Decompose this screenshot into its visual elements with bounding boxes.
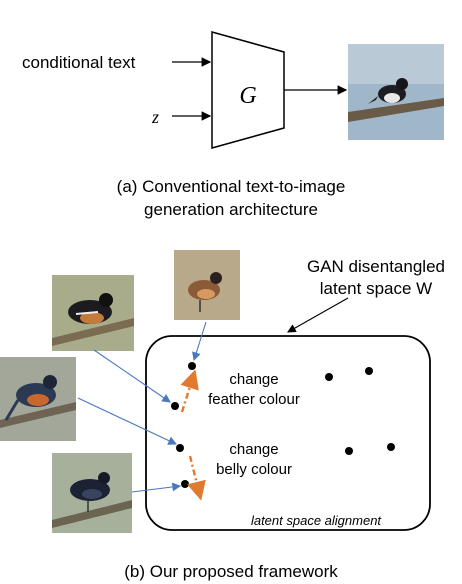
mapping-arrow-blue-orange: [77, 397, 177, 445]
latent-title-line2: latent space W: [320, 279, 432, 298]
mapping-arrow-black-white: [93, 349, 171, 403]
latent-title-line1: GAN disentangled: [307, 257, 445, 276]
latent-point: [171, 402, 179, 410]
belly-edit-direction: [187, 455, 206, 501]
latent-point: [387, 443, 395, 451]
latent-point: [176, 444, 184, 452]
latent-space-box: [145, 335, 431, 531]
bird-photo-dark-blue: [52, 453, 132, 533]
bird-photo-brown: [174, 250, 240, 320]
feather-edit-direction: [180, 369, 199, 413]
mapping-arrow-dark-blue: [131, 482, 182, 493]
generator-label: G: [239, 83, 256, 109]
feather-edit-label-line1: change: [229, 371, 278, 388]
belly-edit-label-line2: belly colour: [216, 461, 292, 478]
belly-edit-label-line1: change: [229, 441, 278, 458]
bird-photo-blue-orange: [0, 357, 76, 441]
latent-point: [345, 447, 353, 455]
latent-point: [188, 362, 196, 370]
noise-z-label: z: [151, 107, 159, 127]
feather-edit-label-line2: feather colour: [208, 391, 300, 408]
latent-point: [365, 367, 373, 375]
caption-a-line2: generation architecture: [144, 200, 318, 219]
caption-a-line1: (a) Conventional text-to-image: [117, 177, 346, 196]
latent-alignment-label: latent space alignment: [251, 513, 382, 528]
conditional-text-label: conditional text: [22, 53, 136, 72]
latent-point: [325, 373, 333, 381]
caption-b: (b) Our proposed framework: [124, 562, 338, 581]
generator-block: [211, 31, 285, 149]
latent-point: [181, 480, 189, 488]
generated-bird-image: [348, 44, 444, 140]
mapping-arrow-brown: [192, 321, 207, 362]
bird-photo-black-white: [52, 275, 134, 351]
latent-space-pointer-arrow: [287, 297, 349, 333]
